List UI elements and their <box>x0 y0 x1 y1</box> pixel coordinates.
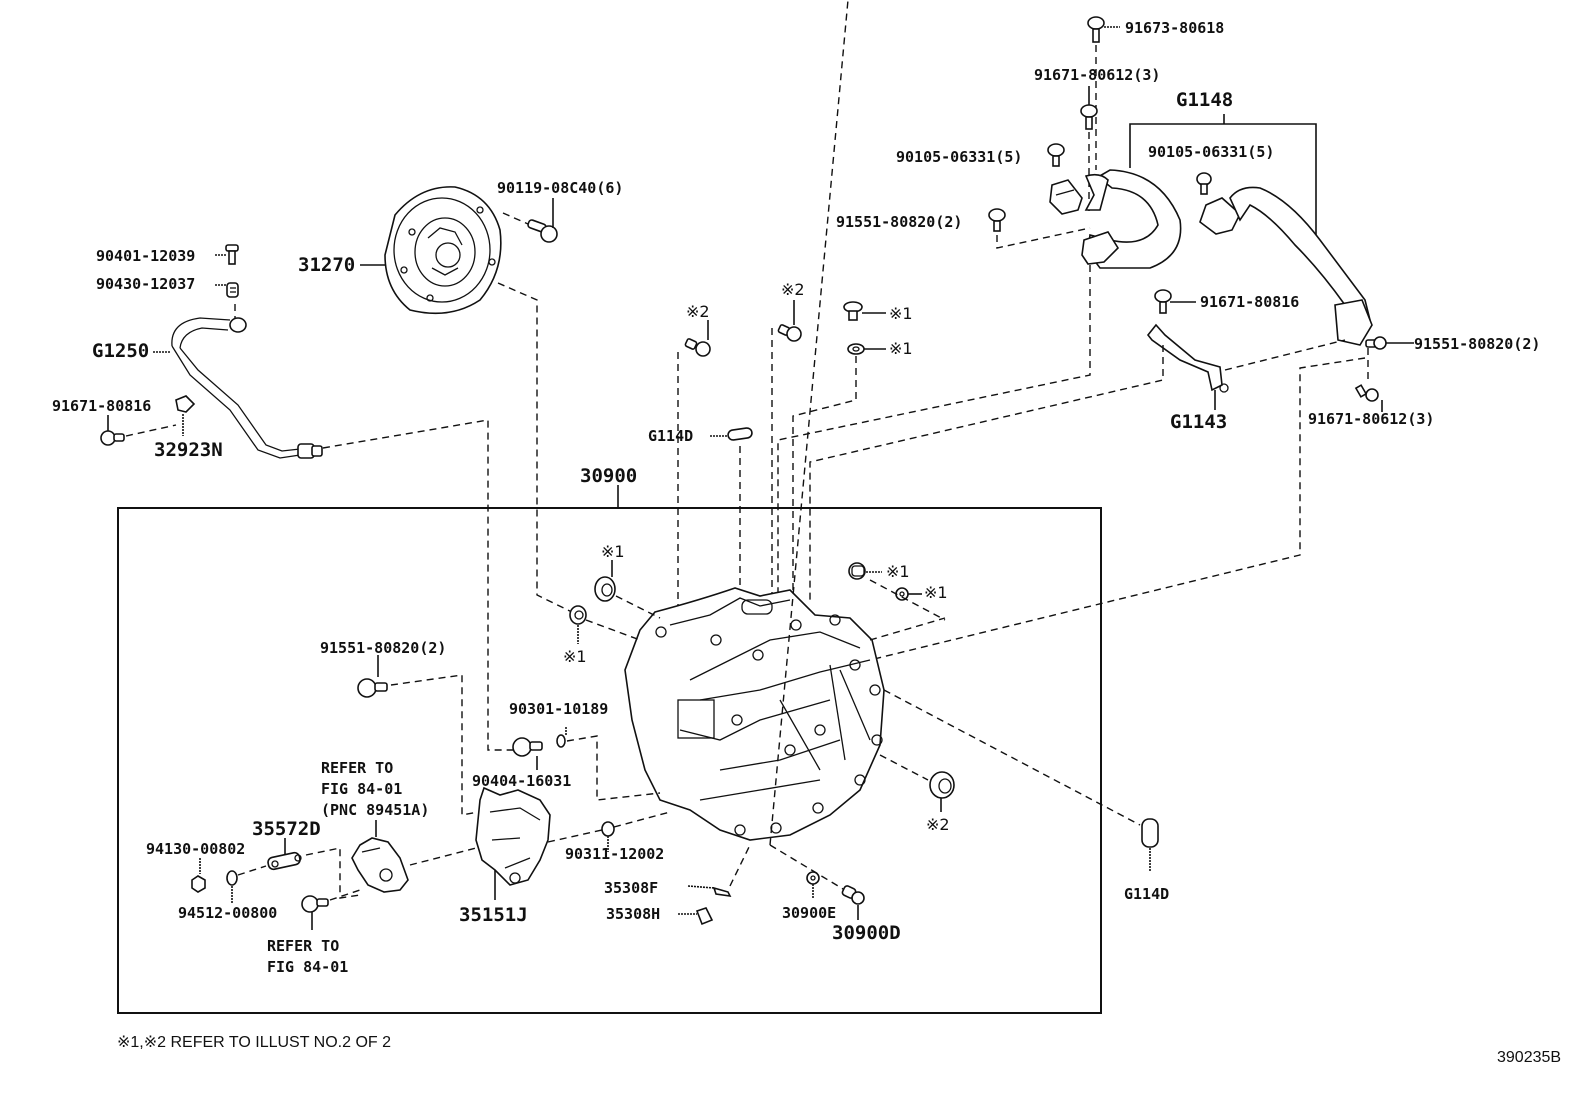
pin-35308f-icon <box>712 886 732 898</box>
part-label-30900e[interactable]: 30900E <box>782 904 836 922</box>
ref-marker-2-c[interactable]: ※2 <box>926 815 950 834</box>
neutral-start-switch-icon <box>351 837 409 893</box>
connector-right-icon <box>1199 197 1241 235</box>
oil-seal-ref1-d-icon <box>569 605 587 625</box>
part-label-91673-80618[interactable]: 91673-80618 <box>1125 19 1224 37</box>
bolt-90404-16031-icon <box>512 737 543 757</box>
assembly-box-30900 <box>117 507 1102 1014</box>
connector-left-icon <box>1049 179 1083 215</box>
washer-30900e-icon <box>806 871 820 885</box>
plug-35308h-icon <box>695 907 714 926</box>
part-label-90105-06331-left[interactable]: 90105-06331(5) <box>896 148 1022 166</box>
bolt-91551-80820-box-icon <box>357 678 388 698</box>
shaft-lever-35572d-icon <box>267 851 302 871</box>
part-label-90301-10189[interactable]: 90301-10189 <box>509 700 608 718</box>
plug-g114d-top-icon <box>727 427 753 441</box>
oil-seal-ref2-c-icon <box>929 771 955 799</box>
bolt-91671-80816-right-icon <box>1154 289 1172 314</box>
manual-valve-lever-35151j-icon <box>475 786 551 886</box>
bolt-91671-80612-right-icon <box>1354 384 1379 402</box>
part-label-35308h[interactable]: 35308H <box>606 905 660 923</box>
washer-ref1-b-icon <box>847 343 865 355</box>
ref-marker-1-e[interactable]: ※1 <box>886 562 910 581</box>
transaxle-housing-icon <box>624 587 885 841</box>
part-label-g114d-top[interactable]: G114D <box>648 427 693 445</box>
part-label-94130-00802[interactable]: 94130-00802 <box>146 840 245 858</box>
clip-90430-12037-icon <box>226 282 239 298</box>
part-label-90430-12037[interactable]: 90430-12037 <box>96 275 195 293</box>
oil-pipe-g1250-icon <box>171 317 323 459</box>
bolt-91551-80820-right-icon <box>1365 336 1387 350</box>
washer-ref1-f-icon <box>895 587 909 601</box>
part-label-35151j[interactable]: 35151J <box>459 904 528 926</box>
part-label-35308f[interactable]: 35308F <box>604 879 658 897</box>
part-label-35572d[interactable]: 35572D <box>252 818 321 840</box>
harness-loop-g1148-left-icon <box>1081 169 1182 269</box>
ref-marker-1-c[interactable]: ※1 <box>601 542 625 561</box>
part-label-30900[interactable]: 30900 <box>580 465 637 487</box>
ref-marker-1-b[interactable]: ※1 <box>889 339 913 358</box>
clamp-32923n-icon <box>175 395 196 413</box>
illustration-id: 390235B <box>1497 1049 1561 1066</box>
part-label-90119-08c40[interactable]: 90119-08C40(6) <box>497 179 623 197</box>
o-ring-90301-10189-icon <box>556 734 566 748</box>
part-label-91671-80612-right[interactable]: 91671-80612(3) <box>1308 410 1434 428</box>
part-label-90311-12002[interactable]: 90311-12002 <box>565 845 664 863</box>
harness-g1148-right-icon <box>1229 186 1373 346</box>
part-label-32923n[interactable]: 32923N <box>154 439 223 461</box>
bolt-90119-08c40-icon <box>527 219 558 243</box>
part-label-31270[interactable]: 31270 <box>298 254 355 276</box>
plug-ref1-e-icon <box>848 562 866 580</box>
part-label-g114d-right[interactable]: G114D <box>1124 885 1169 903</box>
part-label-91671-80816-left[interactable]: 91671-80816 <box>52 397 151 415</box>
bolt-91551-80820-top-icon <box>988 208 1006 232</box>
refer-note-bottom-line1[interactable]: REFER TO <box>267 937 339 955</box>
bolt-91671-80816-left-icon <box>100 430 125 446</box>
part-label-90404-16031[interactable]: 90404-16031 <box>472 772 571 790</box>
refer-note-bottom-line2[interactable]: FIG 84-01 <box>267 958 348 976</box>
part-label-91551-80820-top[interactable]: 91551-80820(2) <box>836 213 962 231</box>
part-label-91551-80820-right[interactable]: 91551-80820(2) <box>1414 335 1540 353</box>
bolt-90401-12039-icon <box>225 244 239 265</box>
damper-assembly-31270-icon <box>384 186 502 315</box>
bolt-91673-80618-icon <box>1087 16 1105 43</box>
part-label-90105-06331-right[interactable]: 90105-06331(5) <box>1148 143 1274 161</box>
bolt-refer-fig-84-01-icon <box>301 895 329 913</box>
plug-ref2-a-icon <box>684 338 711 357</box>
breather-plug-ref1-a-icon <box>843 301 863 321</box>
ref-marker-1-d[interactable]: ※1 <box>563 647 587 666</box>
bracket-g1143-icon <box>1146 323 1229 393</box>
plug-ref2-b-icon <box>777 324 802 342</box>
bolt-90105-06331-left-icon <box>1047 143 1065 167</box>
bolt-90105-06331-right-icon <box>1196 172 1212 195</box>
part-label-91671-80816-right[interactable]: 91671-80816 <box>1200 293 1299 311</box>
refer-note-top-line1[interactable]: REFER TO <box>321 759 393 777</box>
part-label-g1148[interactable]: G1148 <box>1176 89 1233 111</box>
ref-marker-1-f[interactable]: ※1 <box>924 583 948 602</box>
nut-94130-00802-icon <box>191 875 206 893</box>
part-label-g1250[interactable]: G1250 <box>92 340 149 362</box>
ref-marker-2-b[interactable]: ※2 <box>781 280 805 299</box>
washer-94512-00800-icon <box>226 870 238 886</box>
ref-marker-1-a[interactable]: ※1 <box>889 304 913 323</box>
part-label-g1143[interactable]: G1143 <box>1170 411 1227 433</box>
ref-marker-2-a[interactable]: ※2 <box>686 302 710 321</box>
part-label-90401-12039[interactable]: 90401-12039 <box>96 247 195 265</box>
part-label-91671-80612-top[interactable]: 91671-80612(3) <box>1034 66 1160 84</box>
seal-90311-12002-icon <box>601 821 615 837</box>
bolt-91671-80612-top-icon <box>1080 104 1098 130</box>
refer-note-top-line2[interactable]: FIG 84-01 <box>321 780 402 798</box>
plug-g114d-right-icon <box>1141 818 1159 848</box>
part-label-30900d[interactable]: 30900D <box>832 922 901 944</box>
footnote-ref-markers: ※1,※2 REFER TO ILLUST NO.2 OF 2 <box>117 1034 391 1051</box>
plug-30900d-icon <box>841 885 865 905</box>
part-label-94512-00800[interactable]: 94512-00800 <box>178 904 277 922</box>
refer-note-top-line3[interactable]: (PNC 89451A) <box>321 801 429 819</box>
oil-seal-ref1-c-icon <box>594 576 616 602</box>
part-label-91551-80820-box[interactable]: 91551-80820(2) <box>320 639 446 657</box>
